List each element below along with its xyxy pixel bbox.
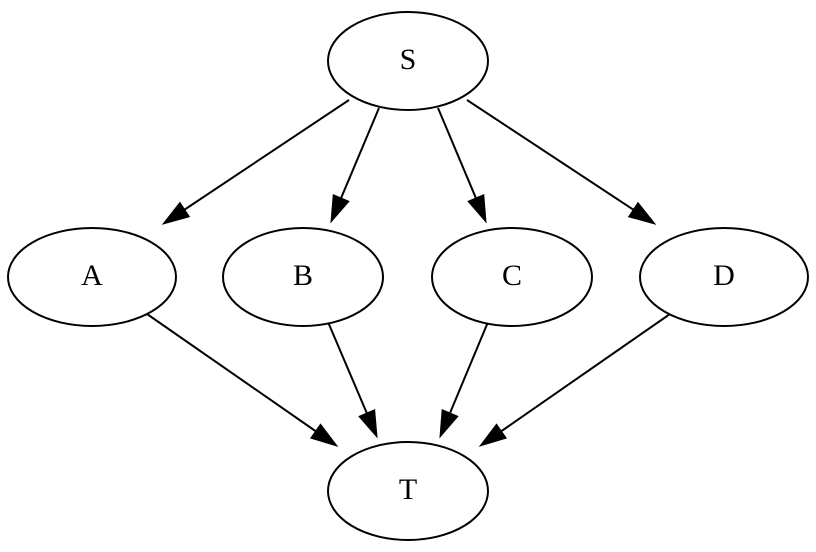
edge-a-to-t bbox=[146, 313, 339, 447]
arrowhead-icon bbox=[439, 409, 459, 439]
edge-line bbox=[447, 321, 489, 417]
arrowhead-icon bbox=[309, 423, 339, 447]
edge-line bbox=[466, 99, 637, 213]
node-ellipse-c[interactable] bbox=[431, 227, 593, 327]
node-ellipse-a[interactable] bbox=[7, 227, 177, 327]
node-ellipse-s[interactable] bbox=[327, 11, 489, 111]
graph-node-s[interactable]: S bbox=[327, 11, 489, 111]
node-label-b: B bbox=[293, 259, 313, 292]
edge-s-to-a bbox=[161, 99, 350, 225]
edge-line bbox=[327, 321, 369, 417]
edge-s-to-b bbox=[330, 107, 380, 224]
arrowhead-icon bbox=[330, 194, 350, 224]
node-ellipse-d[interactable] bbox=[639, 227, 809, 327]
edge-c-to-t bbox=[439, 321, 489, 439]
node-ellipse-b[interactable] bbox=[222, 227, 384, 327]
node-label-s: S bbox=[400, 43, 417, 76]
edges-layer bbox=[146, 99, 671, 447]
arrowhead-icon bbox=[358, 409, 378, 439]
graph-node-a[interactable]: A bbox=[7, 227, 177, 327]
edge-s-to-c bbox=[437, 107, 487, 224]
graph-node-d[interactable]: D bbox=[639, 227, 809, 327]
graph-node-b[interactable]: B bbox=[222, 227, 384, 327]
edge-line bbox=[181, 99, 350, 213]
node-label-a: A bbox=[81, 259, 103, 292]
graph-node-c[interactable]: C bbox=[431, 227, 593, 327]
edge-s-to-d bbox=[466, 99, 657, 225]
edge-line bbox=[437, 107, 478, 202]
arrowhead-icon bbox=[161, 201, 191, 225]
edge-line bbox=[146, 313, 319, 434]
node-label-c: C bbox=[502, 259, 522, 292]
edge-b-to-t bbox=[327, 321, 378, 439]
nodes-layer: S A B C D T bbox=[7, 11, 809, 541]
node-ellipse-t[interactable] bbox=[327, 441, 489, 541]
edge-d-to-t bbox=[478, 313, 671, 447]
edge-line bbox=[498, 313, 671, 434]
arrowhead-icon bbox=[627, 201, 657, 225]
arrowhead-icon bbox=[478, 423, 508, 447]
node-label-t: T bbox=[399, 473, 417, 506]
node-label-d: D bbox=[713, 259, 735, 292]
arrowhead-icon bbox=[467, 194, 487, 224]
graph-node-t[interactable]: T bbox=[327, 441, 489, 541]
edge-line bbox=[339, 107, 380, 202]
